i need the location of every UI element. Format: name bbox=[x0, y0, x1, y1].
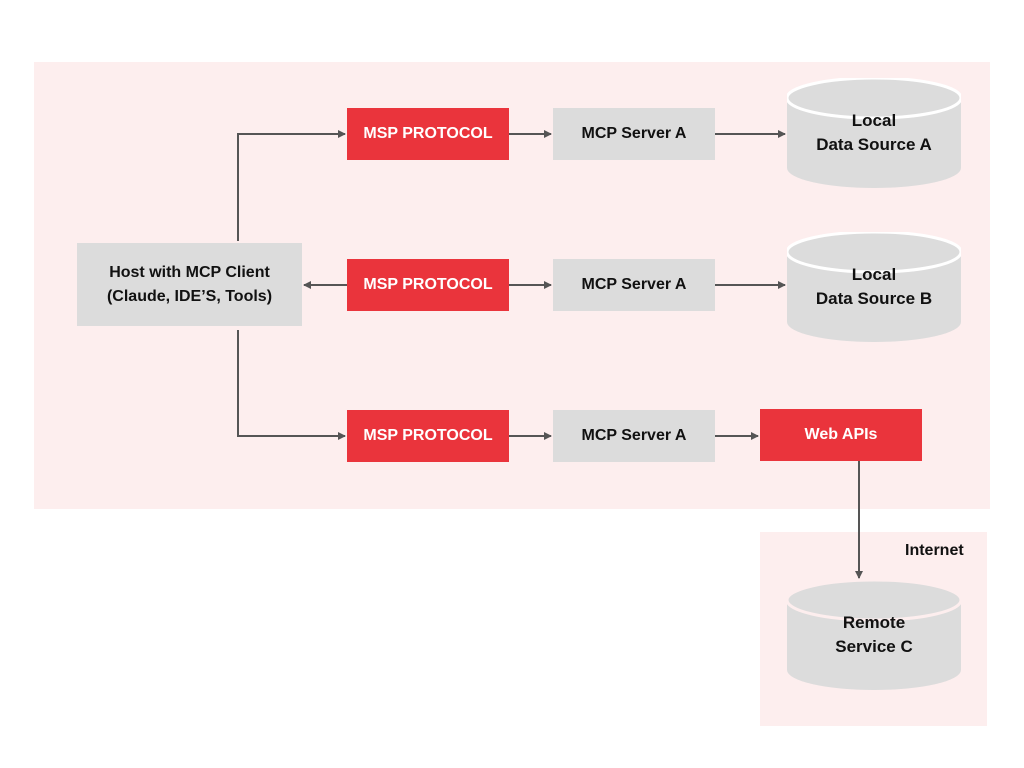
host-title: Host with MCP Client bbox=[109, 263, 270, 281]
data-source-a-cylinder: Local Data Source A bbox=[787, 78, 961, 188]
data-source-b-cylinder: Local Data Source B bbox=[787, 232, 961, 342]
arrow-host-to-protocol-1 bbox=[237, 130, 346, 241]
data-source-b-label: Local Data Source B bbox=[815, 265, 933, 308]
host-box: Host with MCP Client (Claude, IDE’S, Too… bbox=[77, 243, 302, 326]
arrow-host-to-protocol-3 bbox=[237, 330, 346, 440]
host-subtitle: (Claude, IDE’S, Tools) bbox=[106, 287, 273, 305]
remote-service-label: Remote Service C bbox=[835, 613, 913, 656]
server-box-3: MCP Server A bbox=[553, 410, 715, 462]
protocol-box-2: MSP PROTOCOL bbox=[347, 259, 509, 311]
web-apis-box: Web APIs bbox=[760, 409, 922, 461]
data-source-a-label: Local Data Source A bbox=[816, 111, 932, 154]
server-box-1: MCP Server A bbox=[553, 108, 715, 160]
protocol-box-3: MSP PROTOCOL bbox=[347, 410, 509, 462]
remote-service-cylinder: Remote Service C bbox=[787, 580, 961, 690]
server-box-2: MCP Server A bbox=[553, 259, 715, 311]
protocol-box-1: MSP PROTOCOL bbox=[347, 108, 509, 160]
internet-label: Internet bbox=[905, 542, 964, 559]
